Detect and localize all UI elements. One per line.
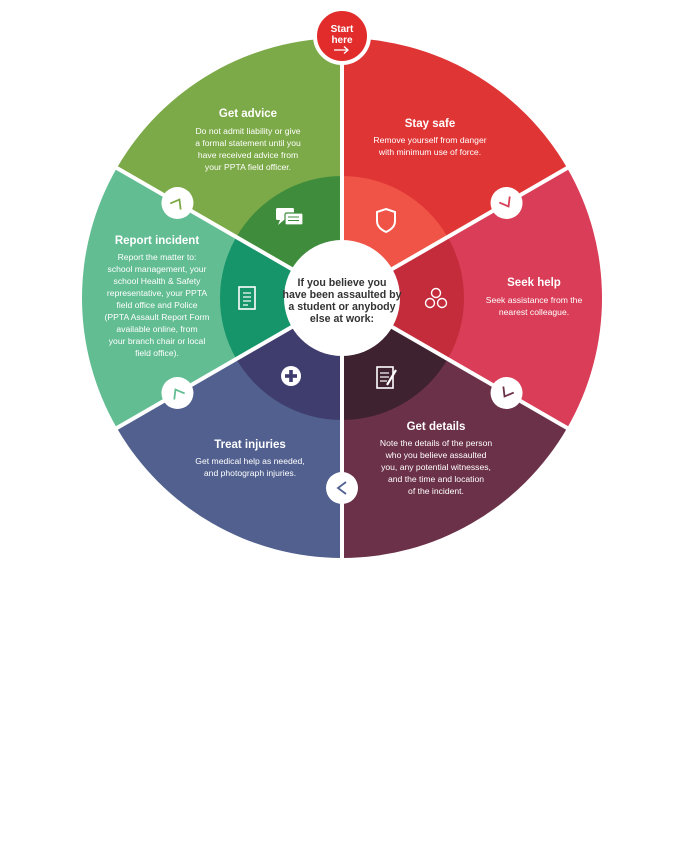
center-line-4: else at work: — [310, 313, 374, 325]
step-line: school Health & Safety — [114, 276, 202, 286]
step-treat-injuries: Treat injuries Get medical help as neede… — [195, 439, 304, 478]
chevron-icon — [161, 377, 194, 409]
step-line: with minimum use of force. — [378, 147, 481, 157]
step-line: Report the matter to: — [118, 252, 197, 262]
speech-bubbles-icon — [276, 208, 304, 226]
step-line: Note the details of the person — [380, 438, 492, 448]
center-line-3: a student or anybody — [288, 301, 395, 313]
start-line-1: Start — [331, 24, 354, 35]
step-line: and photograph injuries. — [204, 468, 296, 478]
step-line: Get medical help as needed, — [195, 456, 304, 466]
chevron-icon — [490, 377, 523, 409]
step-line: Remove yourself from danger — [373, 135, 486, 145]
step-title: Report incident — [115, 235, 200, 247]
step-line: who you believe assaulted — [385, 450, 487, 460]
segment-report-incident — [81, 168, 342, 428]
segment-seek-help — [342, 168, 603, 428]
start-here-badge[interactable]: Start here — [313, 7, 371, 65]
step-title: Treat injuries — [214, 439, 286, 451]
step-line: you, any potential witnesses, — [381, 462, 491, 472]
chevron-icon — [326, 472, 358, 504]
inner-ring-seek-help — [342, 237, 464, 359]
step-line: a formal statement until you — [195, 138, 301, 148]
center-line-2: have been assaulted by — [283, 289, 402, 301]
step-line: and the time and location — [388, 474, 484, 484]
step-line: field office and Police — [116, 300, 197, 310]
step-report-incident: Report incident Report the matter to: sc… — [105, 235, 210, 358]
step-line: available online, from — [116, 324, 197, 334]
center-circle — [284, 240, 400, 356]
step-line: field office). — [135, 348, 179, 358]
chevron-icon — [490, 187, 523, 219]
shield-icon — [376, 207, 396, 234]
step-line: (PPTA Assault Report Form — [105, 312, 210, 322]
step-line: your PPTA field officer. — [205, 162, 291, 172]
step-line: school management, your — [108, 264, 207, 274]
people-icon — [424, 287, 448, 309]
notepad-pen-icon — [376, 366, 397, 389]
center-line-1: If you believe you — [298, 277, 387, 289]
step-title: Stay safe — [405, 118, 456, 130]
step-line: representative, your PPTA — [107, 288, 207, 298]
step-title: Get advice — [219, 108, 277, 120]
wheel-segments — [81, 38, 603, 558]
step-get-advice: Get advice Do not admit liability or giv… — [195, 108, 301, 172]
step-stay-safe: Stay safe Remove yourself from danger wi… — [373, 118, 486, 157]
medical-plus-icon — [281, 366, 301, 386]
step-title: Seek help — [507, 277, 561, 289]
step-line: nearest colleague. — [499, 307, 569, 317]
arrow-right-icon — [334, 46, 349, 54]
step-title: Get details — [407, 421, 466, 433]
flow-chevrons — [161, 187, 523, 504]
step-get-details: Get details Note the details of the pers… — [380, 421, 492, 496]
inner-ring-report-incident — [219, 237, 342, 359]
chevron-icon — [161, 187, 194, 219]
step-line: your branch chair or local — [109, 336, 206, 346]
step-seek-help: Seek help Seek assistance from the neare… — [486, 277, 583, 317]
document-icon — [238, 286, 256, 310]
step-line: Seek assistance from the — [486, 295, 583, 305]
step-line: of the incident. — [408, 486, 464, 496]
step-line: Do not admit liability or give — [195, 126, 300, 136]
start-line-2: here — [331, 35, 353, 46]
step-line: have received advice from — [198, 150, 298, 160]
